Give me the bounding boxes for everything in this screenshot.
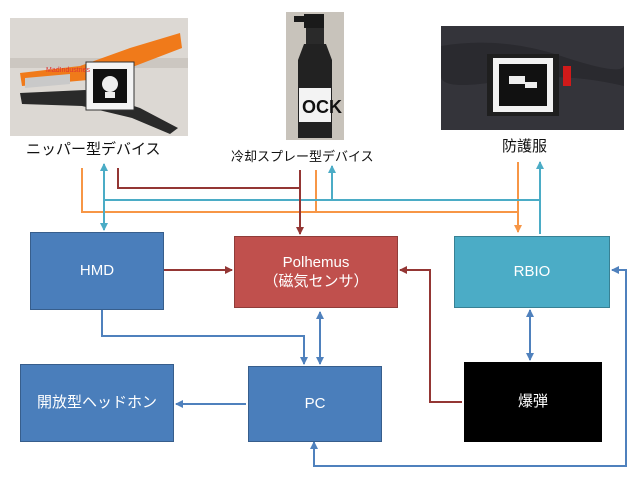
bomb-label: 爆弾 xyxy=(517,392,548,411)
hmd-box: HMD xyxy=(30,232,164,310)
headphone-box: 開放型ヘッドホン xyxy=(20,364,174,442)
spray-label-text: OCK xyxy=(302,97,342,117)
headphone-label: 開放型ヘッドホン xyxy=(36,393,157,412)
polhemus-sublabel: （磁気センサ） xyxy=(263,272,369,290)
orange-line-nipper-to-rbio xyxy=(306,211,522,233)
nipper-illustration: MadIndustries xyxy=(10,18,188,136)
pc-box: PC xyxy=(248,366,382,442)
nipper-device-photo: MadIndustries xyxy=(10,18,188,136)
nipper-marker-brand: MadIndustries xyxy=(46,67,90,74)
suit-illustration xyxy=(441,26,624,130)
suit-caption: 防護服 xyxy=(502,137,548,155)
rbio-box: RBIO xyxy=(454,236,610,308)
protective-suit-photo xyxy=(441,26,624,130)
blue-line-hmd-to-pc xyxy=(101,310,308,365)
red-line-bomb-to-polhemus xyxy=(399,266,462,403)
pc-label: PC xyxy=(304,395,326,413)
cyan-line-to-nipper xyxy=(100,163,541,234)
spray-caption: 冷却スプレー型デバイス xyxy=(231,150,374,165)
rbio-label: RBIO xyxy=(513,263,551,281)
bomb-box: 爆弾 xyxy=(464,362,602,442)
spray-illustration: OCK xyxy=(286,12,344,140)
blue-line-pc-rbio-loop xyxy=(310,266,627,467)
orange-line-nipper xyxy=(81,168,306,213)
hmd-label: HMD xyxy=(79,262,115,280)
spray-device-photo: OCK xyxy=(286,12,344,140)
red-line-nipper-to-polhemus xyxy=(117,168,304,235)
polhemus-label: Polhemus xyxy=(282,253,350,271)
nipper-caption: ニッパー型デバイス xyxy=(26,140,161,158)
polhemus-box: Polhemus （磁気センサ） xyxy=(234,236,398,308)
